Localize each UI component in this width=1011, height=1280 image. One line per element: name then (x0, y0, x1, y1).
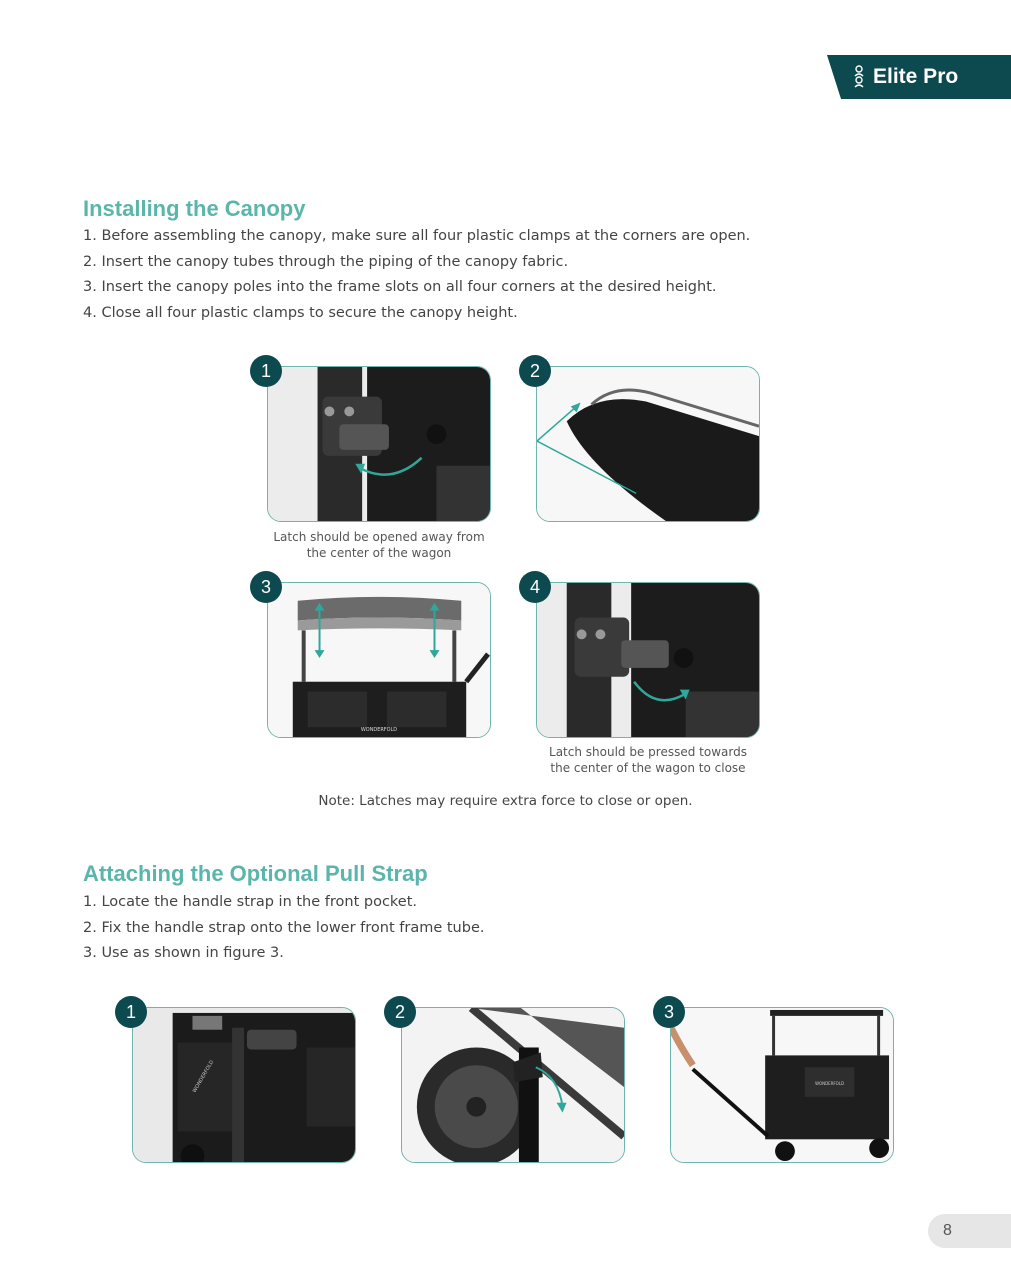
canopy-steps: 1. Before assembling the canopy, make su… (83, 224, 750, 326)
canopy-figure-1 (267, 366, 491, 522)
figure-number-badge: 4 (519, 571, 551, 603)
brand-tab: Elite Pro (827, 55, 1011, 99)
figure-caption: Latch should be pressed towards the cent… (549, 745, 747, 775)
pull-strap-steps: 1. Locate the handle strap in the front … (83, 890, 484, 967)
latch-close-illustration (537, 583, 759, 737)
figure-caption: Latch should be opened away from the cen… (273, 530, 485, 560)
canopy-fabric-illustration (537, 367, 759, 521)
canopy-figure-2 (536, 366, 760, 522)
step-item: 1. Locate the handle strap in the front … (83, 894, 418, 910)
wagon-figures-icon (854, 65, 864, 88)
section-title-pull-strap: Attaching the Optional Pull Strap (83, 861, 428, 886)
strap-figure-1: WONDERFOLD (132, 1007, 356, 1163)
canopy-figure-4 (536, 582, 760, 738)
strap-figure-3: WONDERFOLD (670, 1007, 894, 1163)
canopy-height-illustration: WONDERFOLD (268, 583, 490, 737)
pull-strap-use-illustration: WONDERFOLD (671, 1008, 893, 1162)
latch-open-illustration (268, 367, 490, 521)
front-pocket-illustration: WONDERFOLD (133, 1008, 355, 1162)
figure-number-badge: 2 (384, 996, 416, 1028)
figure-number-badge: 2 (519, 355, 551, 387)
step-item: 3. Insert the canopy poles into the fram… (83, 279, 717, 295)
canopy-figure-3: WONDERFOLD (267, 582, 491, 738)
step-item: 4. Close all four plastic clamps to secu… (83, 304, 518, 321)
figure-number-badge: 1 (250, 355, 282, 387)
wagon-brand-label: WONDERFOLD (815, 1081, 844, 1086)
strap-figure-2 (401, 1007, 625, 1163)
step-item: 2. Insert the canopy tubes through the p… (83, 253, 569, 270)
latch-note: Note: Latches may require extra force to… (318, 793, 693, 809)
brand-name: Elite Pro (873, 65, 959, 88)
section-title-canopy: Installing the Canopy (83, 196, 306, 221)
step-item: 1. Before assembling the canopy, make su… (83, 228, 751, 244)
step-item: 3. Use as shown in figure 3. (83, 945, 284, 961)
figure-number-badge: 1 (115, 996, 147, 1028)
figure-number-badge: 3 (250, 571, 282, 603)
frame-tube-strap-illustration (402, 1008, 624, 1162)
wagon-brand-label: WONDERFOLD (361, 727, 397, 733)
step-item: 2. Fix the handle strap onto the lower f… (83, 919, 485, 936)
figure-number-badge: 3 (653, 996, 685, 1028)
page-number: 8 (928, 1214, 1011, 1248)
